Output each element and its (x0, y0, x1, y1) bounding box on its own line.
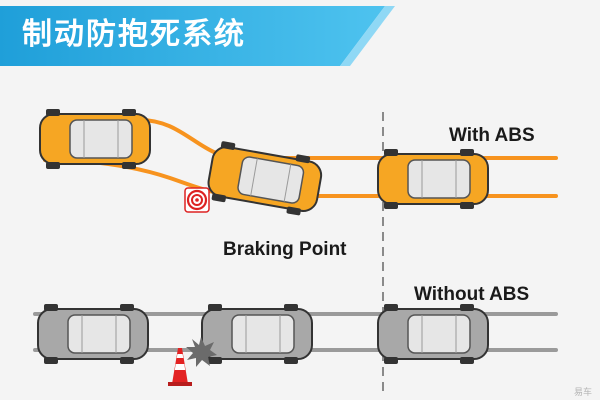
without-abs-label: Without ABS (414, 284, 530, 305)
abs-car-start (39, 109, 151, 169)
braking-point-label: Braking Point (223, 239, 347, 260)
no-abs-car-start (37, 304, 149, 364)
collision-burst-icon (186, 337, 217, 367)
no-abs-car-middle (201, 304, 313, 364)
abs-car-steering (207, 141, 323, 216)
no-abs-car-end (377, 304, 489, 364)
page-title: 制动防抱死系统 (22, 17, 246, 52)
abs-car-end (377, 149, 489, 209)
traffic-cone-icon (168, 348, 192, 386)
target-icon (184, 187, 210, 213)
watermark: 易车 (573, 387, 592, 397)
header-banner-accent (340, 6, 395, 66)
header-banner (0, 6, 385, 66)
with-abs-label: With ABS (449, 125, 535, 146)
